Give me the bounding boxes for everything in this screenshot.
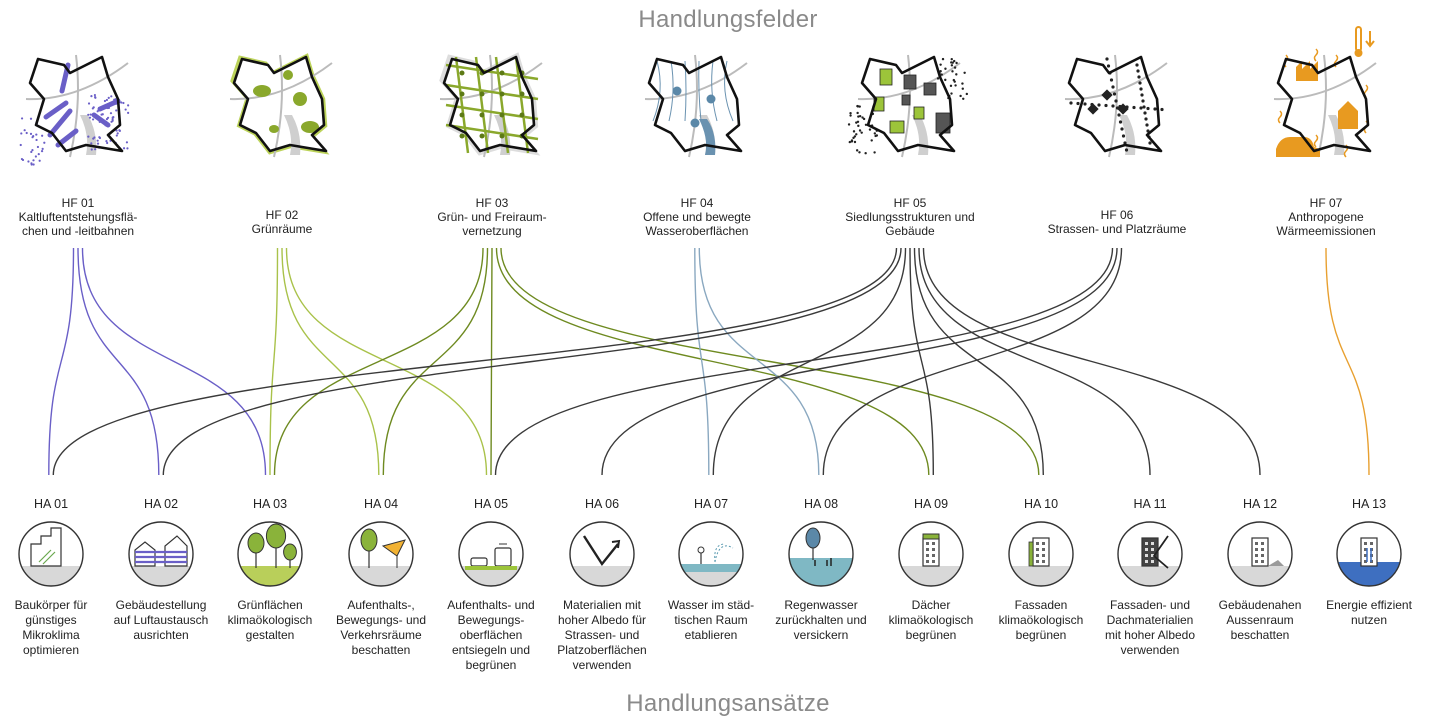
approach-label-ha02: Gebäudestellung auf Luftaustausch ausric… [113, 598, 209, 642]
field-label-hf04: HF 04 Offene und bewegte Wasseroberfläch… [643, 196, 751, 238]
approach-label-ha09: Dächer klimaökologisch begrünen [888, 598, 974, 642]
connector-hf05-ha07 [712, 247, 907, 476]
trees-icon [237, 521, 303, 587]
green-network-map-icon [439, 52, 543, 158]
approach-label-ha11: Fassaden- und Dachmaterialien mit hoher … [1104, 598, 1196, 657]
connector-hf06-ha05 [494, 247, 1114, 476]
approach-label-ha07: Wasser im städ- tischen Raum etablieren [667, 598, 755, 642]
fountain-icon [678, 521, 744, 587]
approach-code-ha13: HA 13 [1351, 497, 1387, 511]
connector-hf04-ha08 [698, 247, 820, 476]
settlement-buildings-map-icon [847, 54, 969, 158]
connector-hf05-ha01 [52, 247, 898, 476]
connector-hf05-ha09 [909, 247, 934, 476]
field-label-hf07: HF 07 Anthropogene Wärmeemissionen [1276, 196, 1376, 238]
section-title-fields: Handlungsfelder [638, 6, 818, 33]
building-shade-icon [1227, 521, 1293, 587]
connector-hf02-ha03 [269, 247, 279, 476]
water-surface-map-icon [644, 54, 748, 158]
streets-squares-map-icon [1064, 54, 1168, 158]
approach-label-ha05: Aufenthalts- und Bewegungs- oberflächen … [447, 598, 535, 672]
heat-emissions-map-icon [1273, 26, 1377, 158]
albedo-reflection-icon [569, 521, 635, 587]
approach-code-ha04: HA 04 [363, 497, 399, 511]
approach-code-ha10: HA 10 [1023, 497, 1059, 511]
connector-hf06-ha08 [822, 247, 1123, 476]
connector-hf03-ha05 [490, 247, 493, 476]
connector-hf02-ha05 [285, 247, 488, 476]
approach-label-ha03: Grünflächen klimaökologisch gestalten [227, 598, 313, 642]
air-exchange-icon [128, 521, 194, 587]
field-label-hf01: HF 01 Kaltluftentstehungsflä- chen und -… [18, 196, 138, 238]
approach-code-ha01: HA 01 [33, 497, 69, 511]
green-facade-icon [1008, 521, 1074, 587]
approach-label-ha06: Materialien mit hoher Albedo für Strasse… [557, 598, 647, 672]
section-title-approaches: Handlungsansätze [626, 690, 830, 717]
connector-hf03-ha03 [273, 247, 484, 476]
connector-hf07-ha13 [1325, 247, 1370, 476]
tram-car-icon [458, 521, 524, 587]
approach-label-ha13: Energie effizient nutzen [1326, 598, 1412, 627]
approach-code-ha11: HA 11 [1133, 497, 1167, 511]
energy-building-icon [1336, 521, 1402, 587]
connector-hf05-ha02 [162, 247, 902, 476]
approach-code-ha03: HA 03 [252, 497, 288, 511]
facade-albedo-icon [1117, 521, 1183, 587]
connector-hf04-ha07 [694, 247, 710, 476]
approach-code-ha09: HA 09 [913, 497, 949, 511]
field-label-hf05: HF 05 Siedlungsstrukturen und Gebäude [845, 196, 975, 238]
approach-label-ha01: Baukörper für günstiges Mikroklima optim… [14, 598, 88, 657]
green-space-map-icon [229, 53, 333, 158]
approach-code-ha12: HA 12 [1242, 497, 1278, 511]
connector-hf01-ha03 [81, 247, 267, 476]
connector-hf02-ha04 [281, 247, 380, 476]
connector-hf05-ha11 [918, 247, 1151, 476]
approach-code-ha07: HA 07 [693, 497, 729, 511]
approach-label-ha10: Fassaden klimaökologisch begrünen [998, 598, 1084, 642]
approach-code-ha06: HA 06 [584, 497, 620, 511]
approach-code-ha02: HA 02 [143, 497, 179, 511]
field-label-hf03: HF 03 Grün- und Freiraum- vernetzung [437, 196, 547, 238]
connector-hf06-ha06 [601, 247, 1118, 476]
connector-lines [48, 247, 1370, 476]
connector-hf03-ha04 [382, 247, 489, 476]
field-label-hf02: HF 02 Grünräume [251, 208, 313, 236]
cold-air-flow-map-icon [19, 54, 130, 166]
green-roof-icon [898, 521, 964, 587]
field-label-hf06: HF 06 Strassen- und Platzräume [1047, 208, 1187, 236]
approach-code-ha05: HA 05 [473, 497, 509, 511]
approach-code-ha08: HA 08 [803, 497, 839, 511]
building-mass-icon [18, 521, 84, 587]
rainwater-icon [788, 521, 854, 587]
field-map-icons [19, 26, 1377, 166]
connector-hf05-ha10 [913, 247, 1044, 476]
connector-hf01-ha02 [77, 247, 160, 476]
connector-hf01-ha01 [48, 247, 75, 476]
connector-hf03-ha09 [495, 247, 930, 476]
connector-hf03-ha10 [500, 247, 1040, 476]
approach-label-ha04: Aufenthalts-, Bewegungs- und Verkehrsräu… [335, 598, 427, 657]
approach-label-ha12: Gebäudenahen Aussenraum beschatten [1218, 598, 1302, 642]
shade-sail-icon [348, 521, 414, 587]
approach-circle-icons [18, 521, 1402, 587]
connector-hf05-ha12 [922, 247, 1261, 476]
approach-label-ha08: Regenwasser zurückhalten und versickern [775, 598, 867, 642]
